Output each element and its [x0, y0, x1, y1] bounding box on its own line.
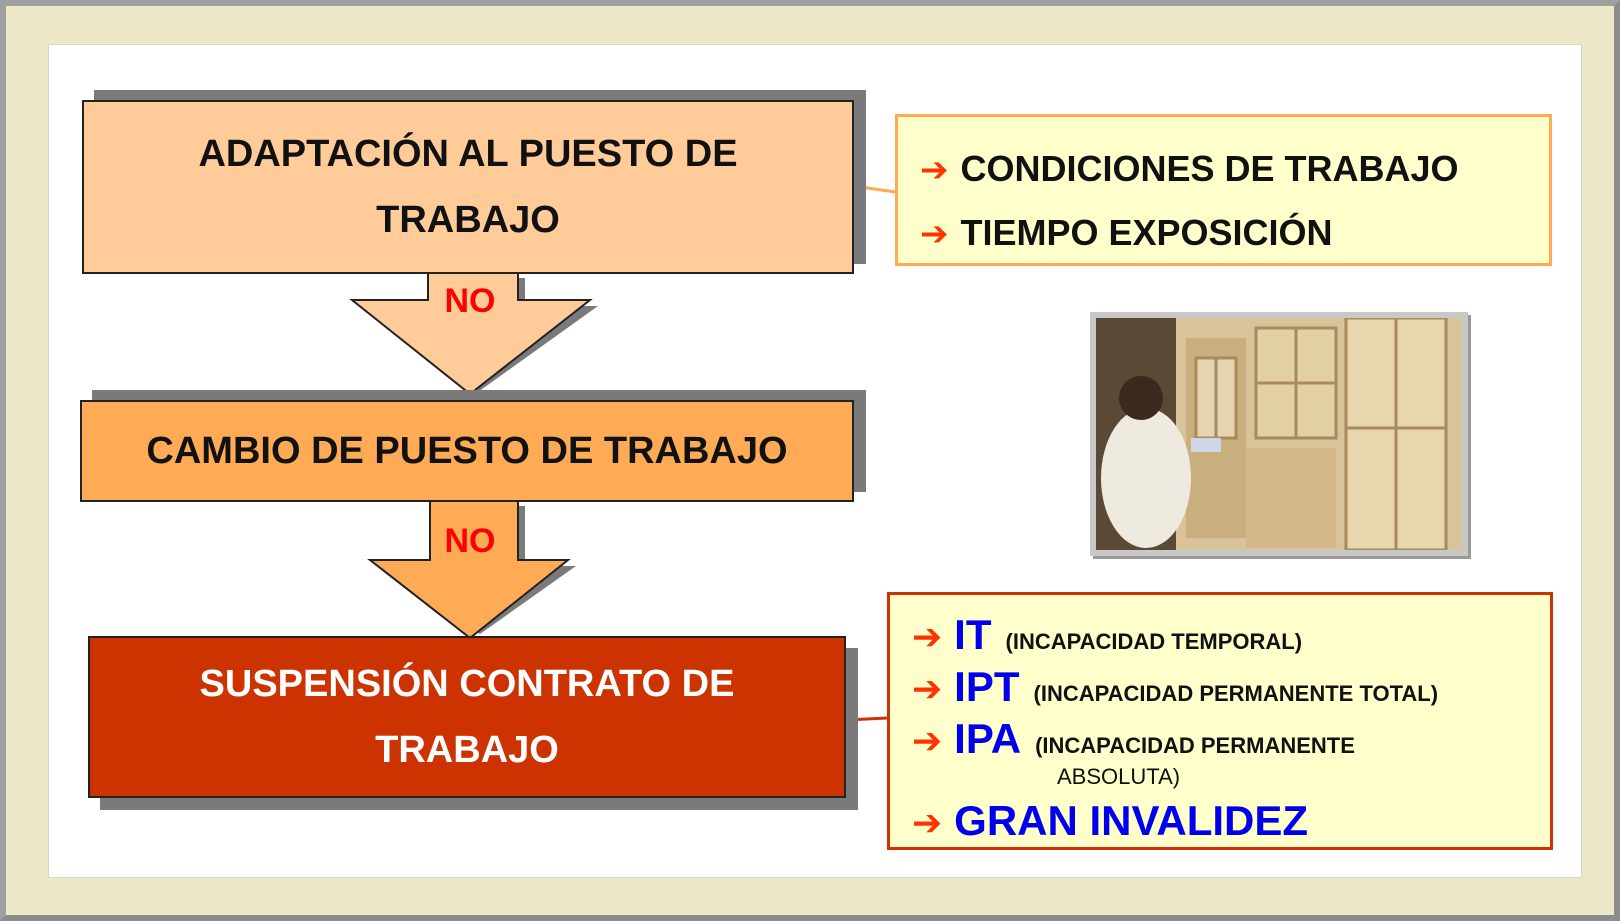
down-arrow-2: [367, 499, 571, 640]
right-arrow-icon: ➔: [920, 150, 949, 190]
conditions-item: ➔ TIEMPO EXPOSICIÓN: [920, 201, 1527, 265]
down-arrow-1: [349, 271, 593, 396]
no-label-1: NO: [444, 282, 496, 320]
right-arrow-icon: ➔: [912, 721, 943, 762]
outcome-description-continued: ABSOLUTA): [1057, 764, 1181, 789]
outcome-item: ➔ IPA (INCAPACIDAD PERMANENTE: [912, 713, 1528, 765]
step-cambio: CAMBIO DE PUESTO DE TRABAJO: [80, 400, 854, 502]
conditions-item-label: CONDICIONES DE TRABAJO: [960, 148, 1459, 189]
step-adaptacion: ADAPTACIÓN AL PUESTO DE TRABAJO: [82, 100, 854, 274]
step-suspension: SUSPENSIÓN CONTRATO DE TRABAJO: [88, 636, 846, 798]
step-suspension-label: SUSPENSIÓN CONTRATO DE TRABAJO: [199, 663, 735, 771]
workshop-photo: [1090, 312, 1468, 556]
outcome-acronym: IPT: [954, 663, 1020, 710]
conditions-item: ➔ CONDICIONES DE TRABAJO: [920, 137, 1527, 201]
step-adaptacion-label: ADAPTACIÓN AL PUESTO DE TRABAJO: [198, 133, 738, 241]
outcomes-panel: ➔ IT (INCAPACIDAD TEMPORAL) ➔ IPT (INCAP…: [887, 592, 1553, 850]
outcome-gran-invalidez: GRAN INVALIDEZ: [954, 797, 1309, 844]
outcome-description: (INCAPACIDAD PERMANENTE TOTAL): [1033, 681, 1439, 706]
outcome-item: ➔ IPT (INCAPACIDAD PERMANENTE TOTAL): [912, 661, 1528, 713]
outcome-description: (INCAPACIDAD TEMPORAL): [1005, 629, 1303, 654]
outcome-item: ➔ GRAN INVALIDEZ: [912, 795, 1528, 847]
outcome-acronym: IT: [954, 611, 992, 658]
conditions-item-label: TIEMPO EXPOSICIÓN: [960, 212, 1333, 253]
step-cambio-label: CAMBIO DE PUESTO DE TRABAJO: [146, 430, 788, 472]
right-arrow-icon: ➔: [912, 803, 943, 844]
right-arrow-icon: ➔: [912, 617, 943, 658]
no-label-2: NO: [444, 522, 496, 560]
right-arrow-icon: ➔: [912, 669, 943, 710]
conditions-panel: ➔ CONDICIONES DE TRABAJO ➔ TIEMPO EXPOSI…: [895, 114, 1552, 266]
outcome-item: ➔ IT (INCAPACIDAD TEMPORAL): [912, 609, 1528, 661]
outcome-acronym: IPA: [954, 715, 1022, 762]
right-arrow-icon: ➔: [920, 214, 949, 254]
workshop-photo-image: [1096, 318, 1462, 550]
cabinet-illustration: [1096, 318, 1462, 550]
outcome-description: (INCAPACIDAD PERMANENTE: [1035, 733, 1355, 758]
